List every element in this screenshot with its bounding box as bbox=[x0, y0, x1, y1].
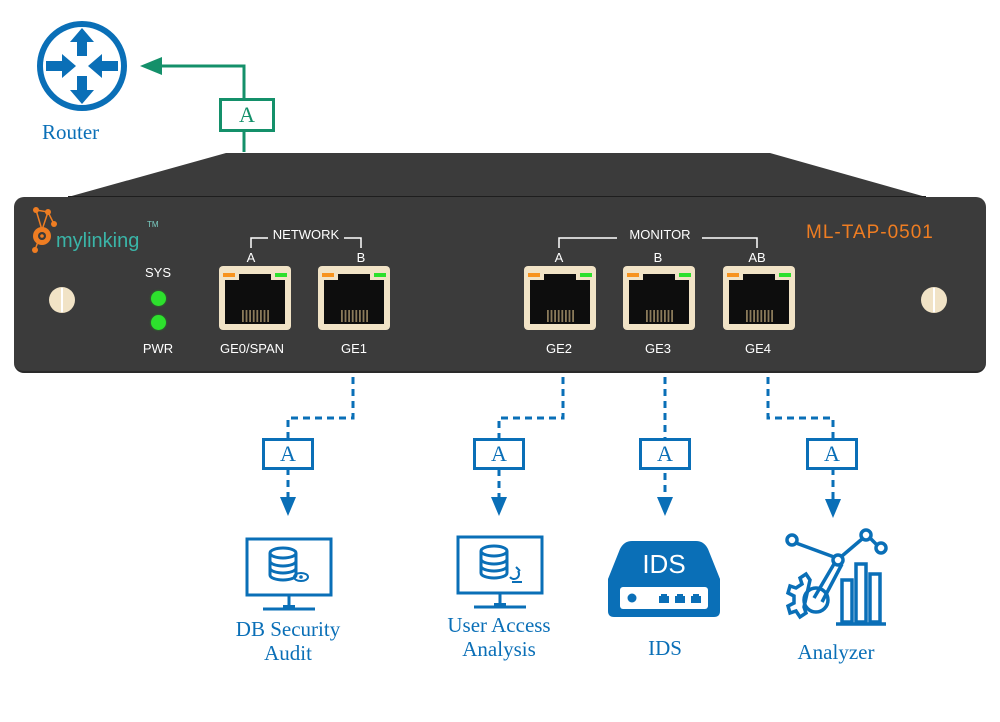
tag-user-access: A bbox=[473, 438, 525, 470]
db-security-monitor-icon bbox=[245, 537, 333, 611]
router-node bbox=[34, 18, 130, 119]
trademark-mark: TM bbox=[147, 220, 159, 229]
arrowhead-db-audit bbox=[280, 497, 296, 516]
network-side-b: B bbox=[356, 250, 366, 265]
network-group-label: NETWORK bbox=[272, 227, 340, 242]
rj45-port-ge0-span bbox=[219, 266, 291, 330]
port-label-ge1: GE1 bbox=[340, 341, 367, 356]
port-link-led bbox=[779, 273, 791, 277]
port-link-led bbox=[374, 273, 386, 277]
port-activity-led bbox=[322, 273, 334, 277]
pwr-indicator-label: PWR bbox=[142, 341, 174, 356]
output-label-line1: User Access bbox=[447, 613, 551, 637]
arrowhead-user-access bbox=[491, 497, 507, 516]
port-link-led bbox=[580, 273, 592, 277]
ids-icon-text: IDS bbox=[642, 549, 685, 579]
tag-db-audit: A bbox=[262, 438, 314, 470]
tag-ids: A bbox=[639, 438, 691, 470]
device-top-cover bbox=[68, 153, 926, 197]
sys-indicator-label: SYS bbox=[144, 265, 171, 280]
output-label-user-access: User Access Analysis bbox=[419, 613, 579, 661]
model-number: ML-TAP-0501 bbox=[806, 222, 934, 243]
monitor-group-label: MONITOR bbox=[629, 227, 691, 242]
port-label-ge0: GE0/SPAN bbox=[219, 341, 285, 356]
monitor-side-ab: AB bbox=[748, 250, 766, 265]
mylinking-logo-icon bbox=[32, 207, 57, 253]
sys-led bbox=[151, 291, 166, 306]
user-access-monitor-icon bbox=[456, 535, 544, 609]
pwr-led bbox=[151, 315, 166, 330]
port-link-led bbox=[679, 273, 691, 277]
router-label: Router bbox=[42, 120, 100, 144]
port-label-ge4: GE4 bbox=[744, 341, 771, 356]
output-label-ids: IDS bbox=[648, 636, 682, 660]
output-label-analyzer: Analyzer bbox=[797, 640, 875, 664]
ids-appliance-icon: IDS bbox=[608, 541, 720, 617]
port-activity-led bbox=[627, 273, 639, 277]
output-label-line1: DB Security bbox=[235, 617, 341, 641]
router-link-tag: A bbox=[219, 98, 275, 132]
analyzer-icon bbox=[785, 528, 888, 626]
rj45-port-ge3 bbox=[623, 266, 695, 330]
brand-name: mylinking bbox=[56, 230, 140, 252]
rj45-port-ge1 bbox=[318, 266, 390, 330]
panel-screw-right bbox=[921, 287, 947, 313]
port-label-ge2: GE2 bbox=[545, 341, 572, 356]
arrowhead-analyzer bbox=[825, 499, 841, 518]
monitor-side-b: B bbox=[653, 250, 663, 265]
output-label-db-audit: DB Security Audit bbox=[208, 617, 368, 665]
port-activity-led bbox=[528, 273, 540, 277]
device-front-panel bbox=[14, 197, 986, 373]
rj45-port-ge2 bbox=[524, 266, 596, 330]
rj45-port-ge4 bbox=[723, 266, 795, 330]
monitor-side-a: A bbox=[554, 250, 564, 265]
tag-analyzer: A bbox=[806, 438, 858, 470]
router-icon bbox=[37, 21, 127, 111]
output-label-line2: Audit bbox=[264, 641, 312, 665]
panel-screw-left bbox=[49, 287, 75, 313]
router-uplink-arrowhead bbox=[140, 57, 162, 75]
port-link-led bbox=[275, 273, 287, 277]
output-label-line2: Analysis bbox=[462, 637, 536, 661]
port-activity-led bbox=[223, 273, 235, 277]
port-label-ge3: GE3 bbox=[644, 341, 671, 356]
port-activity-led bbox=[727, 273, 739, 277]
network-side-a: A bbox=[246, 250, 256, 265]
arrowhead-ids bbox=[657, 497, 673, 516]
